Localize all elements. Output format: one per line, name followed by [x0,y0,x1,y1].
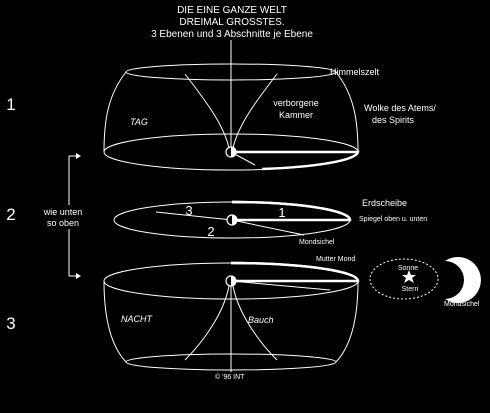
bracket-arrow-top-icon [76,153,81,159]
dome-back-rim [103,133,359,153]
dome-left-edge [103,71,127,153]
star-icon [402,270,416,283]
emblem-dashed-ellipse [369,258,439,300]
label-chamber-line-1: verborgene [273,98,319,108]
dome-right-edge [335,71,359,153]
level-number-3: 3 [6,314,15,333]
bowl-left-edge [103,280,127,363]
label-erdscheibe: Erdscheibe [362,198,407,208]
disc-divider-left [155,211,233,221]
label-cloud-line-1: Wolke des Atems/ [364,103,436,113]
earth-disc [113,200,352,239]
title-line-2: DREIMAL GROSSTES. [179,17,284,28]
label-spiegel: Spiegel oben u. unten [359,216,427,223]
disc-section-3: 3 [185,203,192,218]
copyright-mark: © '96 INT [215,373,245,381]
side-label-line-2: so oben [47,218,79,228]
label-mondsichel-emblem: Mondsichel [444,301,480,308]
side-label-line-1: wie unten [43,207,83,217]
disc-divider-right [231,219,305,236]
bowl-highlight-arc [230,261,360,282]
label-tag: TAG [130,117,148,127]
dome-rim-highlight [231,150,360,171]
bottom-bowl [103,261,360,372]
level-number-2: 2 [6,205,15,224]
label-mutter-mond: Mutter Mond [316,256,355,263]
crescent-moon-icon [445,257,481,303]
top-dome [103,63,360,171]
disc-highlight-arc [231,200,352,221]
label-stern: Stern [402,286,419,293]
title-line-3: 3 Ebenen und 3 Abschnitte je Ebene [151,29,313,40]
dome-inner-curve-left [184,73,230,149]
bowl-inner-curve-right [232,285,278,361]
disc-section-1: 1 [278,205,285,220]
label-himmelszelt: Himmelszelt [330,67,380,77]
label-cloud-line-2: des Spirits [372,115,415,125]
level-number-1: 1 [6,95,15,114]
bowl-inner-curve-left [184,285,230,361]
label-nacht: NACHT [121,314,154,324]
label-mondsichel-middle: Mondsichel [299,239,335,246]
sun-star-moon-emblem [369,257,481,303]
dome-inner-curve-right [232,73,278,149]
bowl-divider-line [230,280,331,291]
label-chamber-line-2: Kammer [279,110,313,120]
label-sonne: Sonne [398,265,418,272]
bowl-right-edge [335,280,359,363]
title-line-1: DIE EINE GANZE WELT [177,5,287,16]
title-block: DIE EINE GANZE WELT DREIMAL GROSSTES. 3 … [151,5,313,40]
disc-section-2: 2 [207,224,214,239]
bracket-arrow-bottom-icon [76,273,81,279]
label-bauch: Bauch [248,315,274,325]
